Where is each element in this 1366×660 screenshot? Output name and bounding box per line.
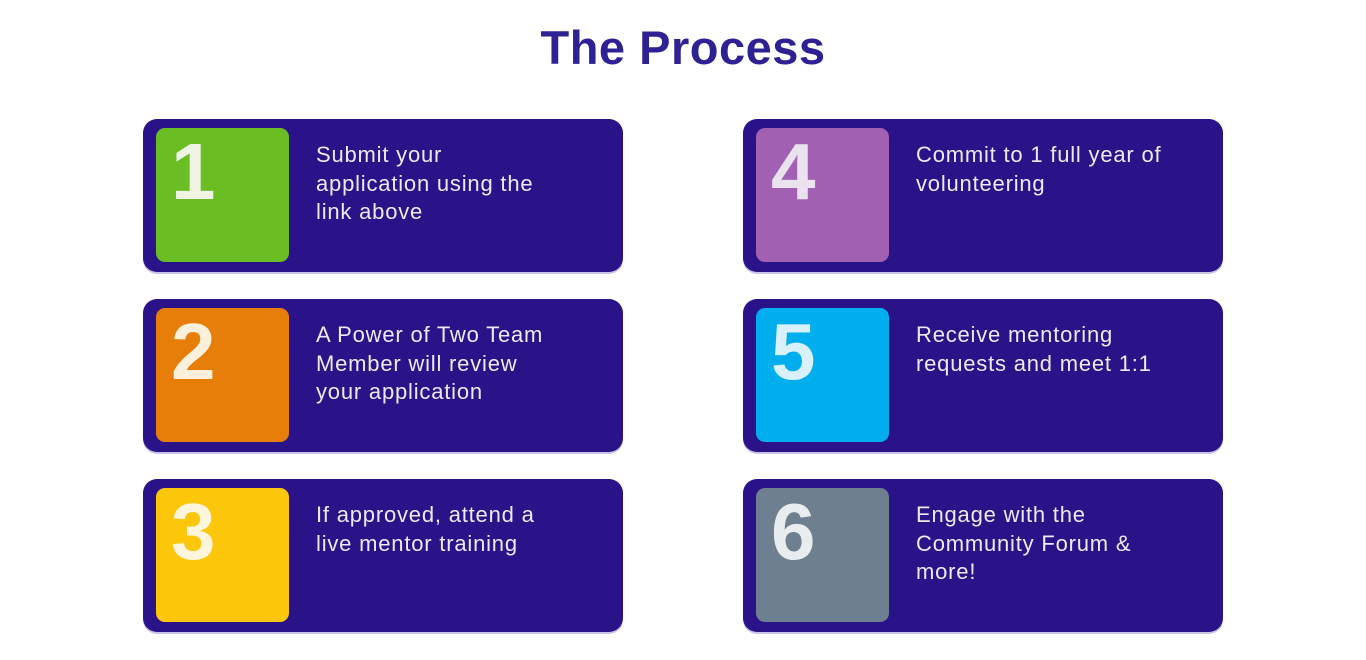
step-description: Engage with the Community Forum & more! [916,502,1132,584]
step-number-square: 1 [156,128,289,262]
step-number-square: 6 [756,488,889,622]
step-number: 2 [171,308,216,396]
step-number: 6 [771,488,816,576]
step-number-square: 2 [156,308,289,442]
step-number: 3 [171,488,216,576]
step-number: 5 [771,308,816,396]
process-card-step-5: 5 Receive mentoring requests and meet 1:… [743,299,1223,452]
step-number: 4 [771,128,816,216]
process-card-step-2: 2 A Power of Two Team Member will review… [143,299,623,452]
page-title: The Process [540,21,826,74]
step-description: A Power of Two Team Member will review y… [316,322,544,404]
process-card-step-4: 4 Commit to 1 full year of volunteering [743,119,1223,272]
step-number-square: 5 [756,308,889,442]
step-description: If approved, attend a live mentor traini… [316,502,535,556]
step-number-square: 4 [756,128,889,262]
process-card-step-6: 6 Engage with the Community Forum & more… [743,479,1223,632]
process-card-step-1: 1 Submit your application using the link… [143,119,623,272]
step-description: Commit to 1 full year of volunteering [916,142,1162,196]
process-cards-grid: 1 Submit your application using the link… [143,119,1223,632]
step-number-square: 3 [156,488,289,622]
process-card-step-3: 3 If approved, attend a live mentor trai… [143,479,623,632]
step-number: 1 [171,128,216,216]
step-description: Receive mentoring requests and meet 1:1 [916,322,1152,376]
step-description: Submit your application using the link a… [316,142,534,224]
